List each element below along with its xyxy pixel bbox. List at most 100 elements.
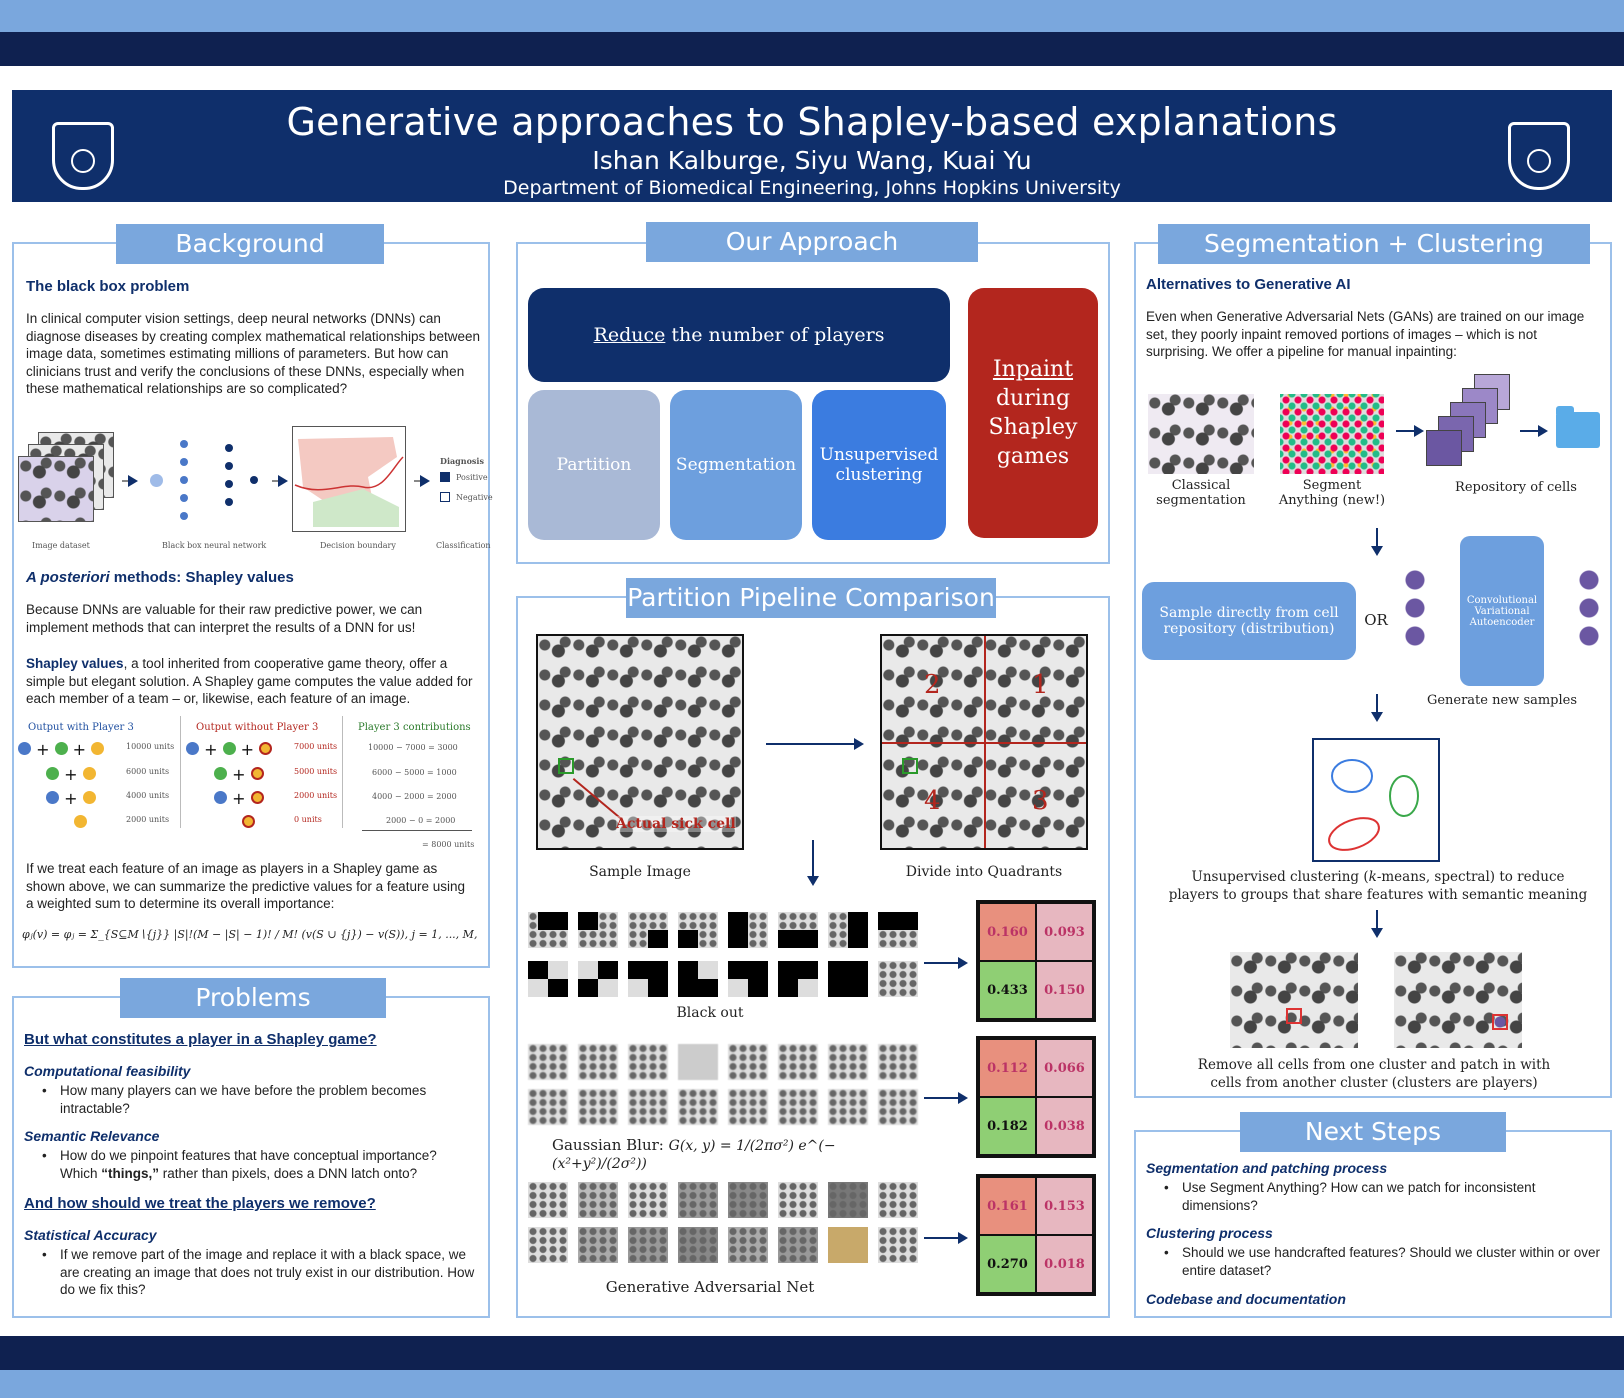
negative-legend-label: Negative xyxy=(456,493,493,502)
blur-result-grid: 0.112 0.066 0.182 0.038 xyxy=(976,1036,1096,1158)
authors: Ishan Kalburge, Siyu Wang, Kuai Yu xyxy=(592,146,1032,175)
next-steps-panel xyxy=(1134,1130,1612,1318)
blackout-result-grid: 0.160 0.093 0.433 0.150 xyxy=(976,900,1096,1022)
segmentation-box: Segmentation xyxy=(670,390,802,540)
down-arrow-icon xyxy=(1371,694,1383,722)
department: Department of Biomedical Engineering, Jo… xyxy=(503,177,1121,199)
quadrant-score: 0.153 xyxy=(1036,1177,1093,1235)
cvae-output-cells xyxy=(1576,566,1602,650)
neural-network-figure xyxy=(150,440,260,520)
folder-icon xyxy=(1556,406,1600,448)
next-steps-title: Next Steps xyxy=(1240,1112,1506,1152)
table-header-with: Output with Player 3 xyxy=(28,722,134,733)
quadrant-divider-h xyxy=(882,742,1086,744)
next-bullets-segmentation: Use Segment Anything? How can we patch f… xyxy=(1146,1179,1602,1214)
down-arrow-icon xyxy=(1371,910,1383,938)
blur-thumbnails xyxy=(528,1044,918,1126)
alternatives-heading: Alternatives to Generative AI xyxy=(1146,276,1351,293)
remove-caption: Remove all cells from one cluster and pa… xyxy=(1197,1057,1551,1091)
fig-label-boundary: Decision boundary xyxy=(320,541,396,550)
without-row: + + 7000 units xyxy=(186,740,346,759)
arrow-icon xyxy=(924,957,968,969)
blackout-thumbnails xyxy=(528,912,918,1002)
gan-thumbnails xyxy=(528,1182,918,1264)
classical-caption: Classical segmentation xyxy=(1156,478,1246,508)
quadrant-score: 0.161 xyxy=(979,1177,1036,1235)
quadrant-score: 0.433 xyxy=(979,961,1036,1019)
arrow-icon xyxy=(766,738,864,750)
posteriori-heading: A posteriori methods: Shapley values xyxy=(26,569,294,586)
or-label: OR xyxy=(1364,611,1388,629)
contrib-total: = 8000 units xyxy=(422,840,475,849)
fig-label-dataset: Image dataset xyxy=(32,541,90,550)
arrow-icon xyxy=(924,1092,968,1104)
background-title: Background xyxy=(116,224,384,264)
positive-legend-label: Positive xyxy=(456,473,488,482)
gan-result-grid: 0.161 0.153 0.270 0.018 xyxy=(976,1174,1096,1296)
next-bullets-clustering: Should we use handcrafted features? Shou… xyxy=(1146,1244,1602,1279)
computational-bullet: How many players can we have before the … xyxy=(24,1082,474,1117)
negative-legend-swatch xyxy=(440,492,450,502)
weighted-sum-paragraph: If we treat each feature of an image as … xyxy=(26,861,465,911)
problems-title: Problems xyxy=(120,978,386,1018)
contrib-sum-line xyxy=(362,830,472,831)
segment-anything-caption: Segment Anything (new!) xyxy=(1278,478,1386,508)
quadrant-number: 2 xyxy=(924,670,941,700)
reduce-players-box: Reduce the number of players xyxy=(528,288,950,382)
table-divider xyxy=(342,716,343,828)
quadrant-score: 0.160 xyxy=(979,903,1036,961)
sample-image-caption: Sample Image xyxy=(589,864,691,880)
question-player: But what constitutes a player in a Shapl… xyxy=(24,1031,377,1048)
cell-stack-figure xyxy=(1426,374,1520,474)
quadrant-score: 0.038 xyxy=(1036,1097,1093,1155)
quadrant-score: 0.093 xyxy=(1036,903,1093,961)
next-bullet: Should we use handcrafted features? Shou… xyxy=(1146,1244,1602,1279)
down-arrow-icon xyxy=(1371,528,1383,556)
generate-caption: Generate new samples xyxy=(1426,693,1578,708)
poster-title: Generative approaches to Shapley-based e… xyxy=(286,100,1338,144)
without-row: + 5000 units xyxy=(214,765,354,784)
segment-anything-image xyxy=(1280,394,1384,474)
contrib-row: 2000 − 0 = 2000 xyxy=(386,816,456,825)
semantic-bullet: How do we pinpoint features that have co… xyxy=(24,1147,474,1182)
background-panel xyxy=(12,242,490,968)
semantic-heading: Semantic Relevance xyxy=(24,1128,160,1144)
table-divider xyxy=(180,716,181,828)
quadrant-score: 0.150 xyxy=(1036,961,1093,1019)
quadrant-score: 0.018 xyxy=(1036,1235,1093,1293)
arrow-icon xyxy=(1396,425,1424,437)
contrib-row: 6000 − 5000 = 1000 xyxy=(372,768,457,777)
contrib-row: 10000 − 7000 = 3000 xyxy=(368,743,458,752)
top-band-dark xyxy=(0,32,1624,66)
patched-image-before xyxy=(1230,952,1358,1048)
fig-label-classification: Classification xyxy=(436,541,491,550)
shapley-paragraph: Shapley values, a tool inherited from co… xyxy=(26,656,473,706)
with-row: + 6000 units xyxy=(46,765,186,784)
without-row: 0 units xyxy=(242,813,352,832)
without-row: + 2000 units xyxy=(214,789,354,808)
next-bullet: Use Segment Anything? How can we patch f… xyxy=(1146,1179,1602,1214)
arrow-icon xyxy=(1520,425,1548,437)
blackbox-paragraph: In clinical computer vision settings, de… xyxy=(26,311,481,396)
quadrant-score: 0.066 xyxy=(1036,1039,1093,1097)
cvae-box: Convolutional Variational Autoencoder xyxy=(1460,536,1544,686)
next-heading-codebase: Codebase and documentation xyxy=(1146,1291,1346,1307)
blackbox-heading: The black box problem xyxy=(26,278,190,295)
classical-segmentation-image xyxy=(1148,394,1254,474)
with-row: + + 10000 units xyxy=(18,740,178,759)
arrow-icon xyxy=(414,475,430,487)
shapley-formula: φⱼ(v) = φⱼ = Σ_{S⊆M∖{j}} |S|!(M − |S| − … xyxy=(22,928,478,941)
table-header-without: Output without Player 3 xyxy=(196,722,319,733)
bottom-band-light xyxy=(0,1370,1624,1398)
semantic-bullets: How do we pinpoint features that have co… xyxy=(24,1147,474,1182)
sick-cell-marker xyxy=(902,758,918,774)
computational-bullets: How many players can we have before the … xyxy=(24,1082,474,1117)
blackout-caption: Black out xyxy=(676,1005,744,1021)
partition-title: Partition Pipeline Comparison xyxy=(626,578,996,618)
sick-cell-label: Actual sick cell xyxy=(616,816,736,832)
top-band-light xyxy=(0,0,1624,32)
university-crest-icon xyxy=(52,122,114,190)
university-crest-icon xyxy=(1508,122,1570,190)
poster-header: Generative approaches to Shapley-based e… xyxy=(12,90,1612,202)
